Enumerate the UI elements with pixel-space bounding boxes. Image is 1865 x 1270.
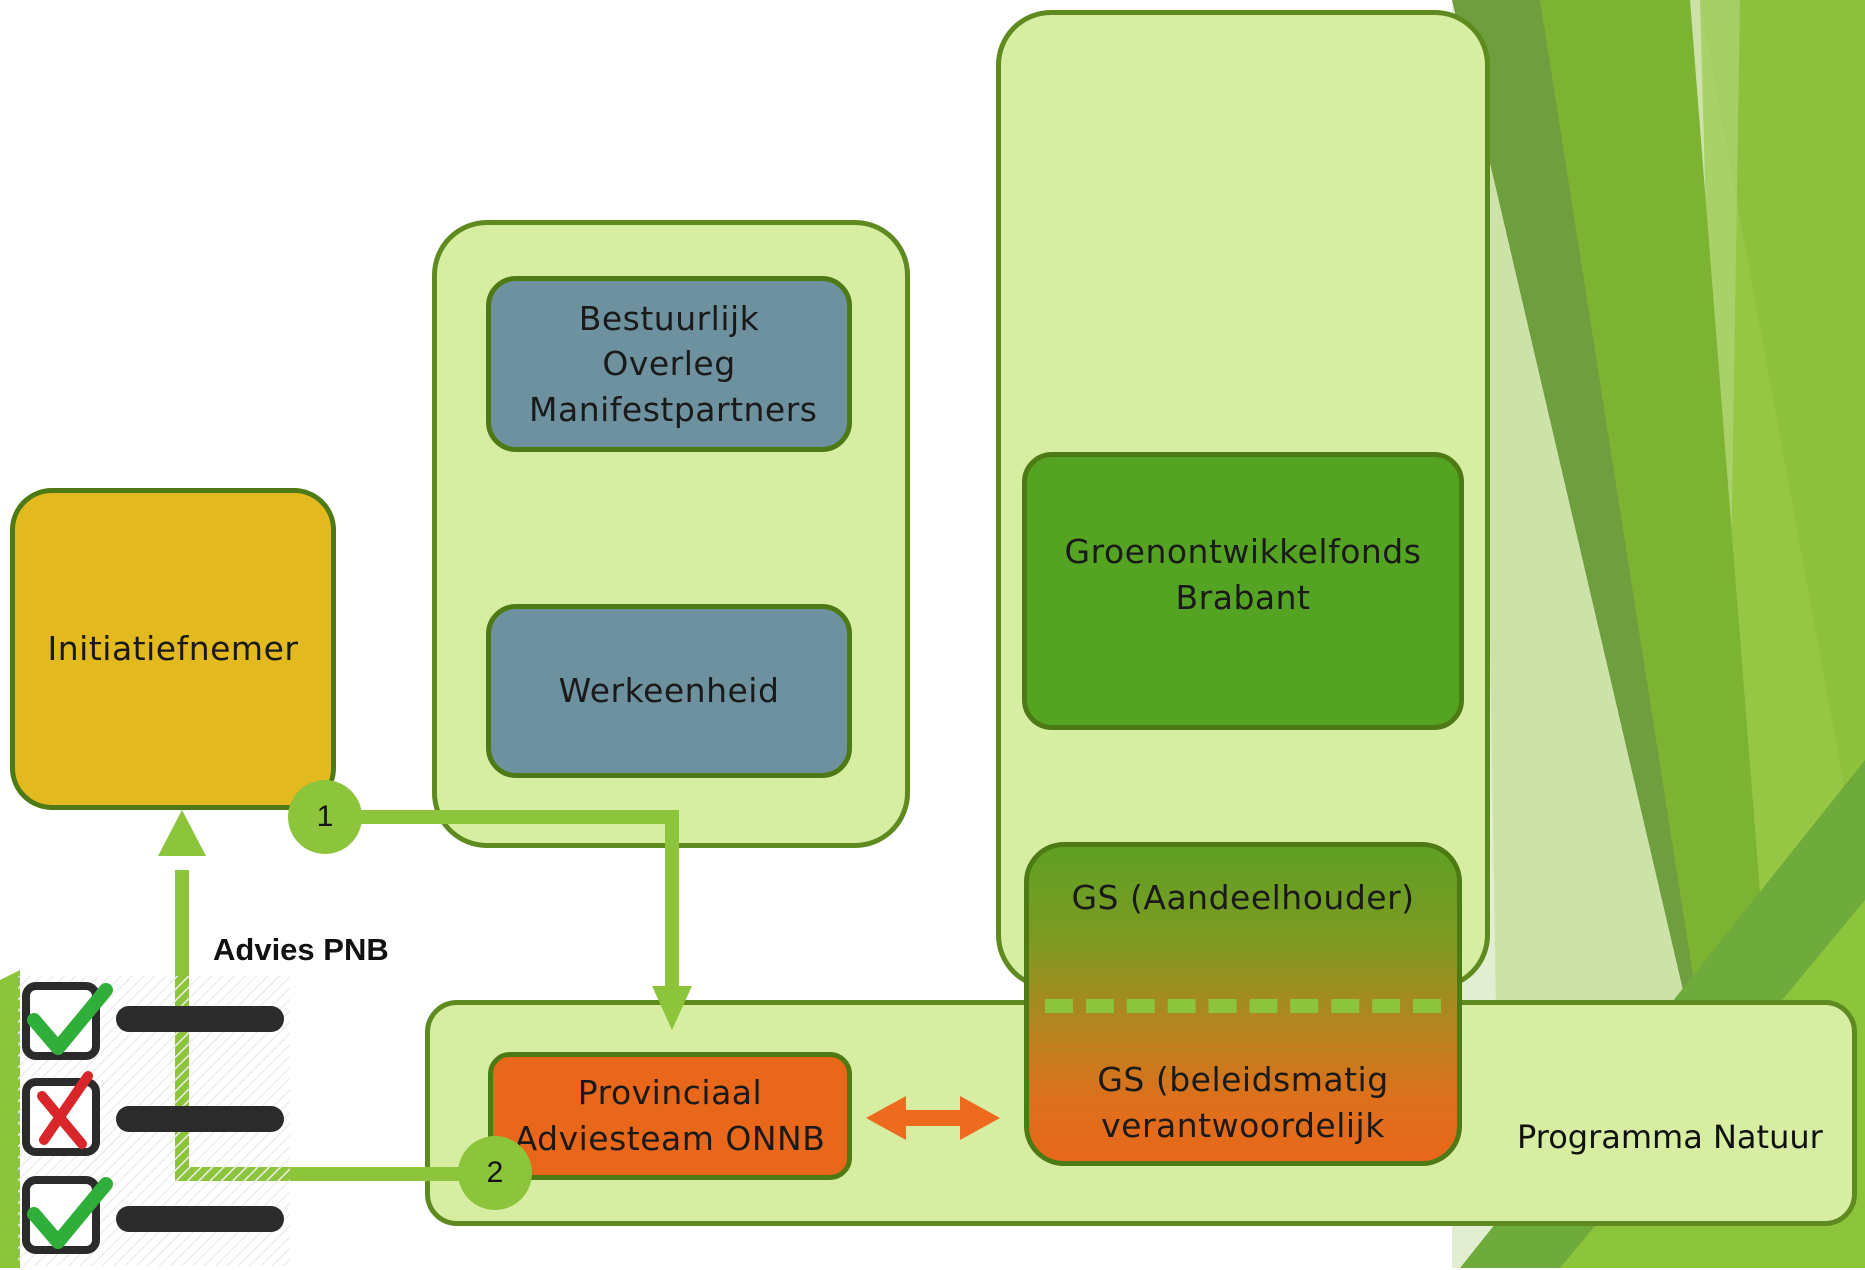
werkeenheid-box[interactable]: Werkeenheid	[486, 604, 852, 778]
bestuurlijk-overleg-box[interactable]: Bestuurlijk Overleg Manifestpartners	[486, 276, 852, 452]
check-icon	[22, 982, 113, 1060]
step-2-badge: 2	[458, 1136, 532, 1210]
bestuurlijk-overleg-label: Bestuurlijk Overleg Manifestpartners	[529, 298, 818, 429]
initiatiefnemer-label: Initiatiefnemer	[47, 629, 299, 669]
flow-arrow-1-head	[652, 986, 692, 1030]
adviesteam-label: Provinciaal Adviesteam ONNB	[514, 1073, 826, 1158]
groenontwikkelfonds-box[interactable]: Groenontwikkelfonds Brabant	[1022, 452, 1464, 730]
gs-box[interactable]: GS (Aandeelhouder) GS (beleidsmatig vera…	[1024, 842, 1462, 1166]
step-1-badge: 1	[288, 780, 362, 854]
flow-arrow-2-head	[158, 810, 206, 856]
adviesteam-box[interactable]: Provinciaal Adviesteam ONNB	[488, 1052, 852, 1180]
cross-icon	[22, 1071, 100, 1156]
checklist-icon	[18, 976, 290, 1266]
gs-divider	[1045, 999, 1441, 1013]
groenontwikkelfonds-label: Groenontwikkelfonds Brabant	[1064, 532, 1422, 617]
werkeenheid-label: Werkeenheid	[558, 671, 780, 711]
flow-arrow-1	[326, 810, 679, 992]
advies-pnb-label: Advies PNB	[213, 932, 389, 967]
programma-natuur-label: Programma Natuur	[1517, 1118, 1823, 1156]
gs-beleid-label: GS (beleidsmatig verantwoordelijk	[1097, 1060, 1389, 1145]
bidirectional-arrow	[866, 1096, 1000, 1140]
check-icon	[22, 1176, 113, 1254]
initiatiefnemer-box[interactable]: Initiatiefnemer	[10, 488, 336, 810]
gs-aandeelhouder-label: GS (Aandeelhouder)	[1071, 878, 1415, 917]
